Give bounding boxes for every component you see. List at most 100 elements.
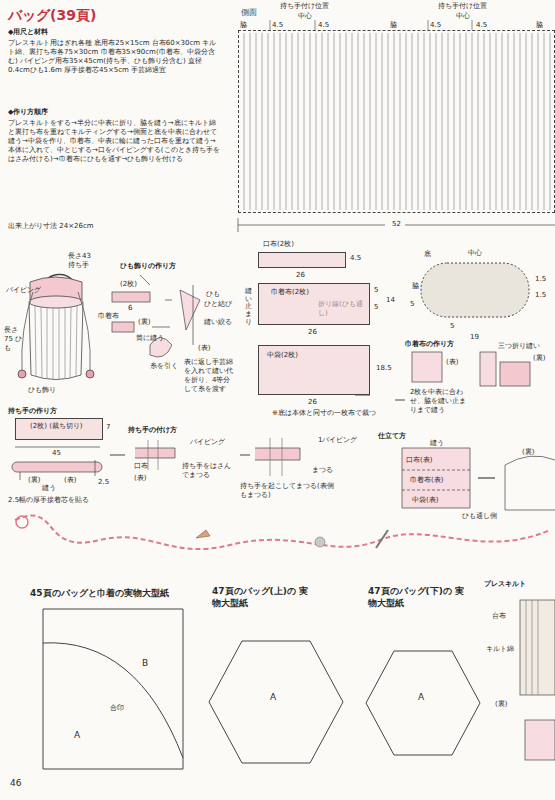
label: (裏)	[28, 476, 40, 485]
label: 表に返し手芸綿を入れて縫い代を折り、4等分して糸を渡す	[184, 358, 236, 394]
piece-outline	[42, 608, 184, 770]
label: (裏)	[522, 448, 534, 457]
label: 47頁のバッグ(下)の 実物大型紙	[368, 586, 468, 609]
label: ◆用尺と材料	[8, 28, 48, 37]
label: 口布	[134, 462, 148, 471]
label: 筒に縫う	[136, 334, 164, 343]
label: 長さ43 持ち手	[68, 252, 98, 270]
label: (裏)	[138, 318, 150, 327]
label: 19	[470, 333, 479, 342]
label: ひも通し側	[462, 512, 497, 521]
label: 45頁のバッグと巾着の実物大型紙	[30, 588, 169, 600]
label: 18.5	[376, 364, 392, 373]
label: 三つ折り縫い	[498, 342, 540, 351]
label: 中袋(表)	[412, 496, 438, 505]
label: 持ち手の作り方	[8, 407, 57, 416]
label: 持ち手付け位置	[438, 2, 487, 11]
pattern-piece: 口布(2枚)	[258, 252, 346, 268]
label: 52	[392, 220, 401, 229]
label: 出来上がり寸法 24×26cm	[8, 222, 94, 231]
label: 4.5	[476, 21, 487, 30]
label: 脇	[536, 21, 543, 30]
label: 持ち手付け位置	[280, 2, 329, 11]
label: 1.5	[535, 275, 546, 284]
label: プレスキルト	[484, 580, 526, 589]
pattern-piece: A	[365, 650, 481, 756]
label: プレスキルトをする→半分に中表に折り、脇を縫う→底にキルト綿と裏打ち布を重ねてキ…	[8, 119, 220, 164]
label: まつる	[312, 466, 333, 475]
label: 1.5	[535, 291, 546, 300]
label: 仕立て方	[378, 432, 406, 441]
label: 2枚を中表に合わせ、脇を縫い止まりまで縫う	[410, 388, 470, 415]
piece-outline	[420, 262, 530, 318]
label: 中心	[298, 12, 312, 21]
label: 7	[106, 423, 110, 432]
label: 口布(表)	[406, 456, 432, 465]
piece-label: (2枚) (裁ち切り)	[30, 422, 90, 431]
pattern-piece: 中袋(2枚)	[258, 345, 370, 395]
pattern-piece: 巾着布(2枚)	[258, 283, 370, 325]
label: ※底は本体と同寸の一枚布で裁つ	[272, 409, 376, 418]
piece-label: B	[142, 658, 148, 670]
label: 縫う	[42, 484, 56, 493]
page-title: バッグ(39頁)	[8, 6, 96, 24]
label: 4.5	[272, 21, 283, 30]
piece-label: 中袋(2枚)	[267, 351, 298, 360]
label: 4.5	[430, 21, 441, 30]
pattern-piece: 側面	[238, 30, 555, 213]
piece-label: 口布(2枚)	[263, 240, 294, 249]
label: 巾着布(表)	[410, 476, 443, 485]
label: 持ち手を起こしてまつる(表側もまつる)	[240, 482, 340, 500]
label: 5	[450, 322, 454, 331]
label: (表)	[64, 476, 76, 485]
label: 26	[296, 271, 305, 280]
piece-label: 巾着布(2枚)	[271, 288, 309, 297]
label: パイピング	[190, 438, 225, 447]
label: 巾着布	[98, 312, 119, 321]
label: (表)	[446, 358, 458, 367]
label: キルト綿	[486, 645, 516, 654]
piece-label: A	[74, 730, 80, 742]
label: (裏)	[495, 700, 507, 709]
label: 26	[308, 398, 317, 407]
label: 脇	[412, 282, 419, 291]
label: (表)	[198, 344, 210, 353]
label: 1パイピング	[318, 436, 357, 445]
label: 中心	[456, 12, 470, 21]
label: 47頁のバッグ(上)の 実物大型紙	[212, 586, 312, 609]
piece-label: A	[270, 692, 276, 704]
label: 縫い止まり	[245, 288, 252, 326]
label: パイピング	[6, 286, 41, 295]
pattern-piece: 底	[420, 262, 530, 318]
label: 46	[10, 778, 21, 790]
label: 脇	[240, 21, 247, 30]
piece-label: 側面	[241, 8, 257, 18]
piece-label: 底	[424, 250, 431, 259]
label: (裏)	[533, 354, 545, 363]
piece-label: A	[418, 692, 424, 704]
pattern-piece: B 合印 A	[42, 608, 184, 770]
label: (2枚)	[120, 280, 137, 289]
label: 縫い絞る	[204, 318, 232, 327]
label: ひと結び	[204, 300, 232, 309]
label: 5	[374, 286, 378, 295]
label: 持ち手をはさんでまつる	[182, 462, 234, 480]
label: 台布	[492, 612, 506, 621]
label: 糸を引く	[150, 362, 178, 371]
label: 脇	[390, 21, 397, 30]
label: ◆作り方順序	[8, 108, 48, 117]
piece-label: 合印	[110, 704, 124, 713]
pattern-piece: A	[208, 640, 344, 764]
label: 中心	[468, 249, 482, 258]
label: 26	[308, 328, 317, 337]
label: 45	[52, 449, 61, 458]
label: (表)	[134, 474, 146, 483]
pattern-piece: (2枚) (裁ち切り)	[15, 418, 103, 440]
label: 5	[410, 300, 414, 309]
label: 4.5	[350, 254, 361, 263]
piece-outline	[365, 650, 481, 756]
label: 4.5	[318, 21, 329, 30]
label: ひも飾り	[28, 386, 56, 395]
label: 巾着布の作り方	[405, 340, 454, 349]
